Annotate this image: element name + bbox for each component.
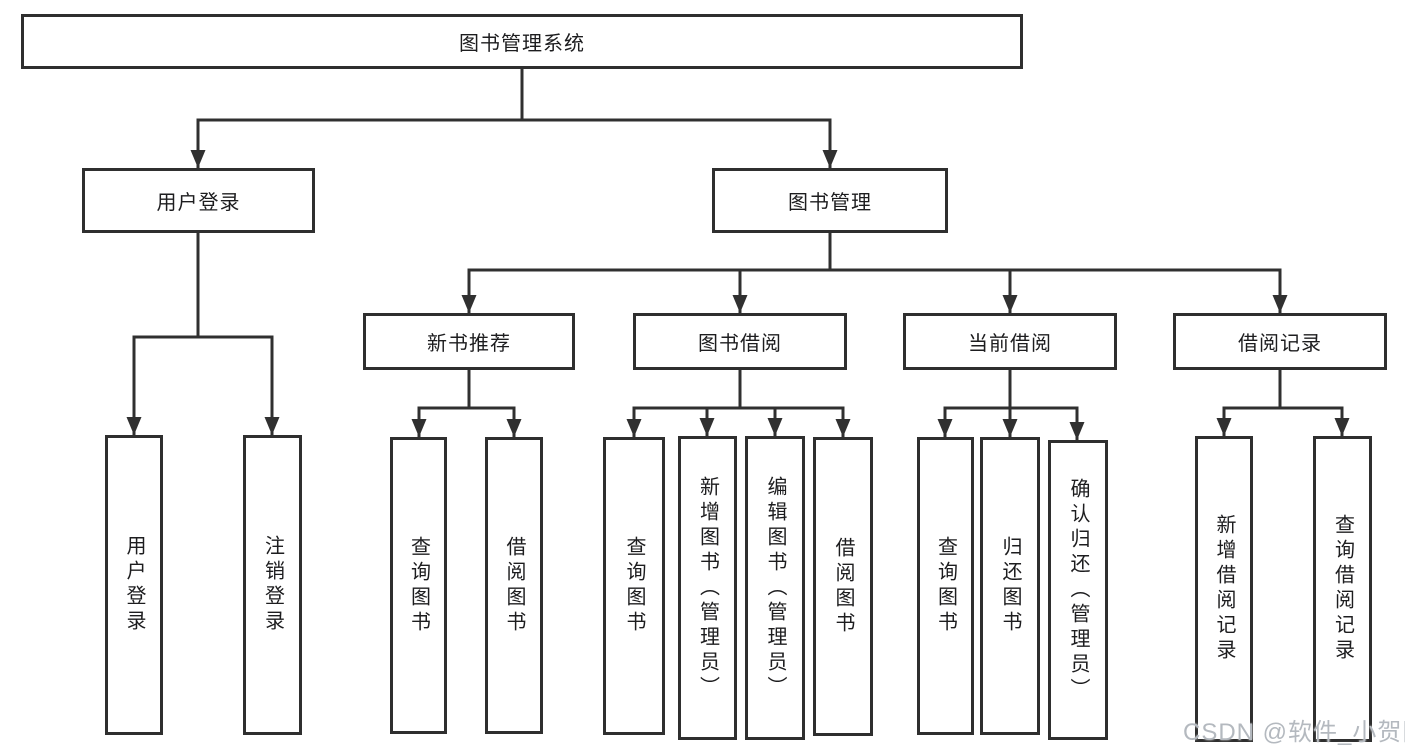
leaf-query-books-3: 查询图书 (917, 437, 974, 735)
leaf-query-borrow-record-label: 查询借阅记录 (1331, 514, 1354, 664)
csdn-watermark: CSDN @软件_小贺同学 (1183, 719, 1405, 746)
leaf-borrow-books-1: 借阅图书 (485, 437, 543, 734)
leaf-query-books-3-label: 查询图书 (934, 536, 957, 636)
node-borrow-records: 借阅记录 (1173, 313, 1387, 370)
leaf-query-books-1-label: 查询图书 (407, 535, 430, 636)
node-current-borrow: 当前借阅 (903, 313, 1117, 370)
leaf-logout: 注销登录 (243, 435, 302, 735)
leaf-query-borrow-record: 查询借阅记录 (1313, 436, 1372, 742)
leaf-edit-book-admin: 编辑图书（管理员） (745, 436, 805, 740)
leaf-edit-book-admin-label: 编辑图书（管理员） (764, 475, 786, 701)
node-new-book-recommend: 新书推荐 (363, 313, 575, 370)
leaf-borrow-books-2-label: 借阅图书 (832, 536, 854, 637)
leaf-user-login: 用户登录 (105, 435, 163, 735)
leaf-add-borrow-record-label: 新增借阅记录 (1213, 514, 1235, 664)
leaf-logout-label: 注销登录 (261, 535, 284, 635)
leaf-borrow-books-1-label: 借阅图书 (503, 535, 525, 636)
leaf-return-book: 归还图书 (980, 437, 1040, 735)
leaf-add-book-admin: 新增图书（管理员） (678, 436, 737, 740)
leaf-query-books-2-label: 查询图书 (623, 536, 645, 636)
leaf-user-login-label: 用户登录 (123, 535, 145, 635)
node-book-borrow: 图书借阅 (633, 313, 847, 370)
leaf-add-book-admin-label: 新增图书（管理员） (696, 475, 719, 701)
leaf-return-book-label: 归还图书 (999, 536, 1021, 636)
node-book-management: 图书管理 (712, 168, 948, 233)
leaf-add-borrow-record: 新增借阅记录 (1195, 436, 1253, 742)
leaf-confirm-return-admin-label: 确认归还（管理员） (1067, 477, 1089, 703)
leaf-query-books-2: 查询图书 (603, 437, 665, 735)
leaf-confirm-return-admin: 确认归还（管理员） (1048, 440, 1108, 740)
node-user-login: 用户登录 (82, 168, 315, 233)
leaf-borrow-books-2: 借阅图书 (813, 437, 873, 736)
node-root: 图书管理系统 (21, 14, 1023, 69)
leaf-query-books-1: 查询图书 (390, 437, 447, 734)
